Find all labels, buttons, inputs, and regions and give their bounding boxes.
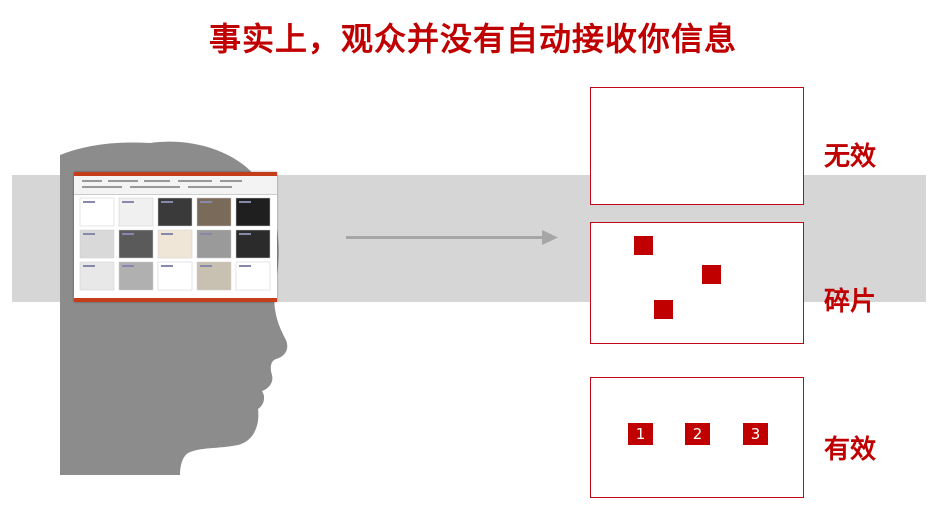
item-box-1: 1 [628,423,653,445]
fragment-square [634,236,653,255]
mini-slide-title-bar [200,233,212,235]
mini-slide-title-bar [239,201,251,203]
fragment-square [702,265,721,284]
item-box-3: 3 [743,423,768,445]
mini-slide-title-bar [83,265,95,267]
label-valid: 有效 [824,435,877,465]
mini-slide-title-bar [122,233,134,235]
label-invalid: 无效 [824,142,877,172]
mini-slide-title-bar [239,233,251,235]
mini-slide-title-bar [239,265,251,267]
mini-slide-title-bar [161,201,173,203]
mini-slide-title-bar [161,265,173,267]
item-box-2: 2 [685,423,710,445]
mini-slide [157,229,193,259]
mini-slide-title-bar [122,201,134,203]
arrow-right-icon [346,230,558,245]
mini-slide-title-bar [122,265,134,267]
mini-slide-title-bar [200,201,212,203]
mini-slide-title-bar [200,265,212,267]
panel-valid: 1 2 3 [590,377,804,498]
slide-title: 事实上，观众并没有自动接收你信息 [208,20,737,58]
mini-slide [235,197,271,227]
fragment-square [654,300,673,319]
slide-sorter-thumbnail [74,172,277,302]
mini-slide-title-bar [161,233,173,235]
mini-slide-title-bar [83,233,95,235]
mini-slide-title-bar [83,201,95,203]
label-fragment: 碎片 [824,287,877,317]
panel-invalid [590,87,804,205]
panel-fragment [590,222,804,344]
